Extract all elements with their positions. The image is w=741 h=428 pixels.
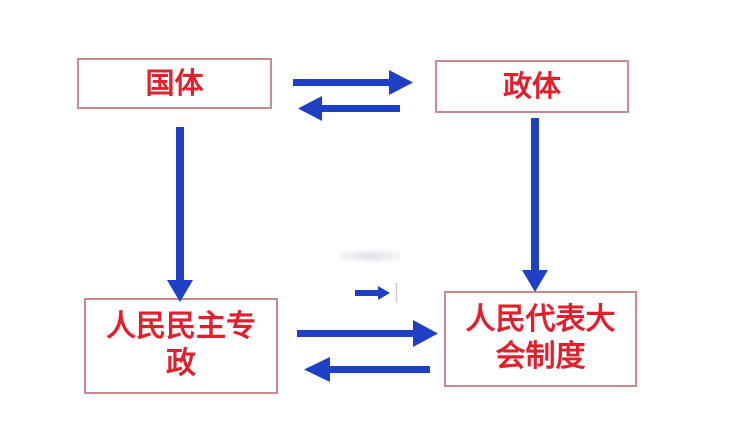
arrow-left-icon bbox=[304, 357, 430, 382]
arrow-right-icon bbox=[293, 70, 413, 95]
node-guoti: 国体 bbox=[77, 58, 272, 109]
node-people-democratic-dictatorship: 人民民主专 政 bbox=[84, 298, 278, 394]
node-zhengti: 政体 bbox=[435, 60, 629, 113]
node-peoples-congress-system: 人民代表大 会制度 bbox=[444, 291, 637, 387]
small-arrow-artifact-icon bbox=[355, 286, 390, 300]
node-peoples-congress-system-line2: 会制度 bbox=[495, 339, 586, 374]
arrow-down-icon bbox=[522, 118, 548, 292]
node-people-democratic-dictatorship-line1: 人民民主专 bbox=[106, 309, 256, 345]
arrow-right-icon bbox=[297, 320, 438, 347]
node-guoti-label: 国体 bbox=[145, 65, 204, 100]
arrow-down-icon bbox=[167, 127, 193, 302]
background-smudge bbox=[340, 250, 400, 262]
node-peoples-congress-system-line1: 人民代表大 bbox=[465, 302, 616, 338]
arrow-left-icon bbox=[298, 96, 400, 121]
node-zhengti-label: 政体 bbox=[502, 68, 561, 103]
node-people-democratic-dictatorship-line2: 政 bbox=[166, 346, 196, 381]
